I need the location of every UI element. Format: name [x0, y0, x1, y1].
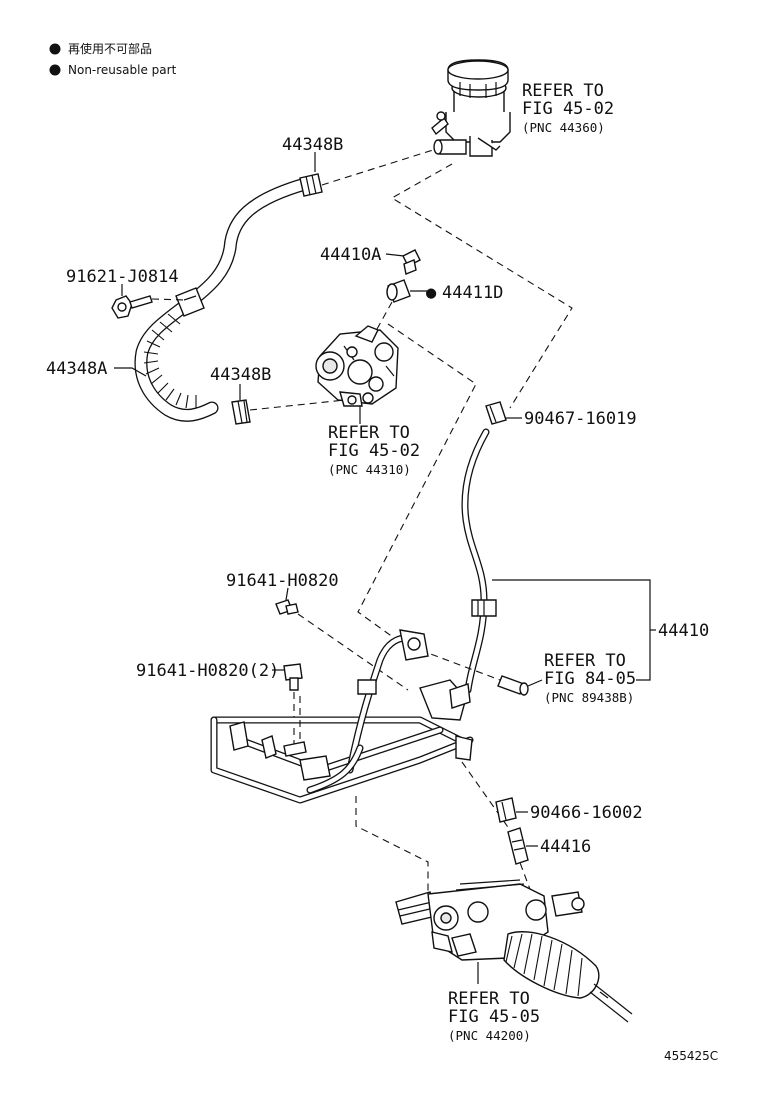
label-44411d: 44411D [442, 283, 503, 303]
label-44348b-lower: 44348B [210, 365, 271, 385]
pipe-bundle [210, 629, 474, 804]
legend-text-jp: 再使用不可部品 [68, 41, 152, 56]
bolt-91641-h0820-x2 [283, 663, 303, 691]
label-44348b-upper: 44348B [282, 135, 343, 155]
legend-bullet-jp [49, 43, 61, 55]
clamp-44348b-upper [299, 173, 323, 197]
pump-illustration [315, 325, 399, 407]
ref-reservoir-line1: REFER TO [522, 81, 604, 101]
label-91641-h0820-x2: 91641-H0820(2) [136, 661, 279, 681]
legend: 再使用不可部品 Non-reusable part [49, 41, 177, 77]
ref-sensor-line3: (PNC 89438B) [544, 690, 634, 705]
label-44416: 44416 [540, 837, 591, 857]
ref-pump-line2: FIG 45-02 [328, 441, 420, 461]
ref-gear-line3: (PNC 44200) [448, 1028, 531, 1043]
label-90466-16002: 90466-16002 [530, 803, 643, 823]
bolt-91641-h0820 [275, 599, 299, 615]
ref-gear-line2: FIG 45-05 [448, 1007, 540, 1027]
ref-sensor-line2: FIG 84-05 [544, 669, 636, 689]
pressure-pipe-44410 [461, 428, 497, 694]
label-44410: 44410 [658, 621, 709, 641]
label-44410a: 44410A [320, 245, 381, 265]
clamp-90467-16019 [485, 401, 507, 425]
ref-reservoir-line2: FIG 45-02 [522, 99, 614, 119]
clamp-90466-16002 [495, 797, 517, 823]
gasket-44411d [386, 279, 411, 303]
ref-pump-line1: REFER TO [328, 423, 410, 443]
label-44348a: 44348A [46, 359, 107, 379]
ref-sensor-line1: REFER TO [544, 651, 626, 671]
legend-text-en: Non-reusable part [68, 63, 177, 77]
label-91621-j0814: 91621-J0814 [66, 267, 179, 287]
bolt-91621-j0814 [111, 295, 153, 319]
reservoir-illustration [431, 59, 511, 157]
steering-gear-illustration [395, 879, 633, 1023]
ref-pump-line3: (PNC 44310) [328, 462, 411, 477]
ref-gear-line1: REFER TO [448, 989, 530, 1009]
pressure-sensor [497, 675, 529, 696]
union-44410a [402, 249, 421, 275]
legend-bullet-en [49, 64, 61, 76]
label-91641-h0820: 91641-H0820 [226, 571, 339, 591]
nonreusable-marker-44411d: ● [426, 283, 437, 303]
label-90467-16019: 90467-16019 [524, 409, 637, 429]
ref-reservoir-line3: (PNC 44360) [522, 120, 605, 135]
figure-code: 455425C [664, 1049, 718, 1063]
oring-44416 [507, 827, 529, 865]
suction-hose-44348a [134, 177, 312, 422]
clamp-44348b-lower [231, 399, 251, 425]
